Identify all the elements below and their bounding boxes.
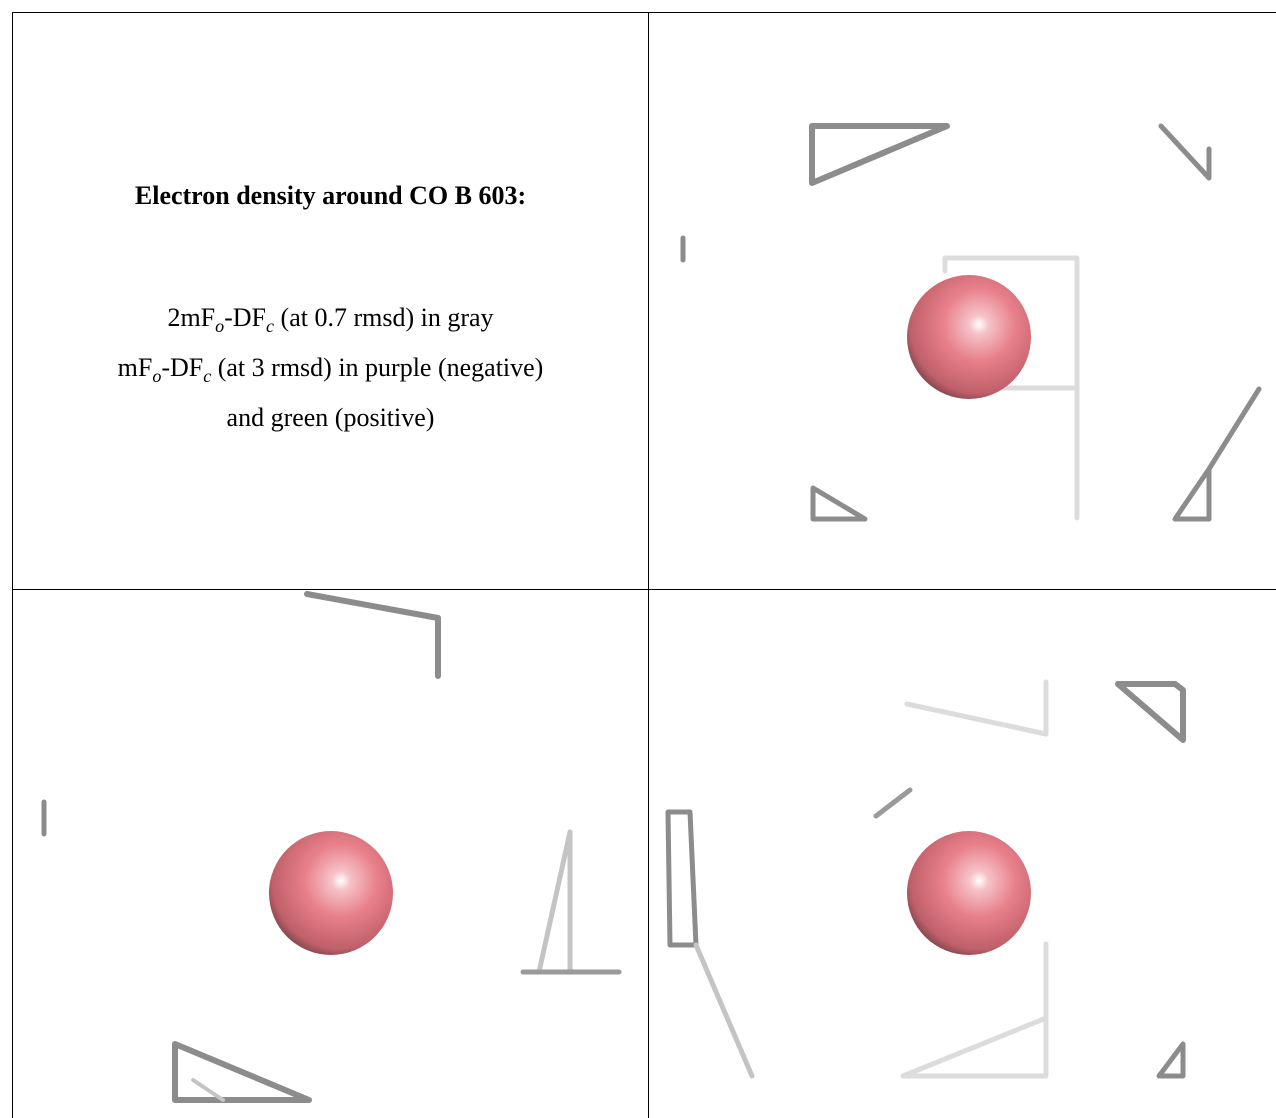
mesh-tiny-triangle bbox=[1156, 1041, 1186, 1079]
mesh-triangle-bottom bbox=[900, 941, 1049, 1079]
density-view-bottom-right-svg bbox=[665, 679, 1186, 1079]
mesh-fragment-top-right bbox=[1158, 123, 1212, 181]
map2-prefix: mF bbox=[117, 353, 153, 383]
caption-title: Electron density around CO B 603: bbox=[134, 181, 527, 210]
density-view-top-right bbox=[649, 13, 1276, 589]
map1-sub-c: c bbox=[266, 316, 275, 337]
mesh-triangle-top-right bbox=[1115, 681, 1186, 743]
map2-sub-o: o bbox=[152, 366, 162, 387]
table-left-border bbox=[12, 12, 13, 1118]
caption-text: 2mFo-DFc (at 0.7 rmsd) in gray mFo-DFc (… bbox=[13, 297, 648, 438]
mesh-triangle-bottom-left bbox=[810, 485, 868, 522]
mesh-triangle-top bbox=[809, 123, 950, 186]
mesh-box-left bbox=[665, 809, 699, 948]
map1-prefix: 2mF bbox=[167, 303, 216, 332]
mesh-fragment-bottom-right bbox=[1172, 386, 1262, 522]
map1-mid: -DF bbox=[224, 303, 267, 332]
map2-suffix: (at 3 rmsd) in purple (negative) bbox=[211, 353, 544, 383]
caption-line-map1: 2mFo-DFc (at 0.7 rmsd) in gray bbox=[13, 297, 648, 347]
table-row-divider bbox=[12, 589, 1276, 590]
caption-line-map2: mFo-DFc (at 3 rmsd) in purple (negative) bbox=[13, 347, 648, 397]
mesh-group bbox=[41, 591, 622, 1103]
mesh-triangle-bottom-inner bbox=[191, 1078, 225, 1102]
map2-mid: -DF bbox=[161, 353, 204, 383]
cobalt-atom-sphere bbox=[907, 275, 1031, 399]
caption-cell: Electron density around CO B 603: 2mFo-D… bbox=[13, 13, 648, 589]
mesh-stub-diag bbox=[873, 787, 913, 819]
mesh-triangle-bottom bbox=[172, 1041, 312, 1103]
mesh-fragment-top bbox=[304, 591, 441, 679]
mesh-strut-left bbox=[693, 942, 755, 1079]
mesh-fragment-top bbox=[904, 679, 1049, 737]
cobalt-atom-sphere bbox=[907, 831, 1031, 955]
density-view-top-right-svg bbox=[680, 123, 1262, 522]
caption-line-map2-cont: and green (positive) bbox=[226, 403, 435, 433]
table-top-border bbox=[12, 12, 1276, 13]
cobalt-atom-sphere bbox=[269, 831, 393, 955]
mesh-triangle-right bbox=[536, 829, 573, 975]
map1-sub-o: o bbox=[215, 316, 225, 337]
map1-suffix: (at 0.7 rmsd) in gray bbox=[274, 303, 494, 332]
table-column-divider bbox=[648, 12, 649, 1118]
mesh-group bbox=[665, 679, 1186, 1079]
density-view-bottom-right bbox=[649, 590, 1276, 1118]
map2-sub-c: c bbox=[203, 366, 212, 387]
density-view-bottom-left-svg bbox=[41, 591, 622, 1103]
density-view-bottom-left bbox=[13, 590, 648, 1118]
mesh-group bbox=[680, 123, 1262, 522]
